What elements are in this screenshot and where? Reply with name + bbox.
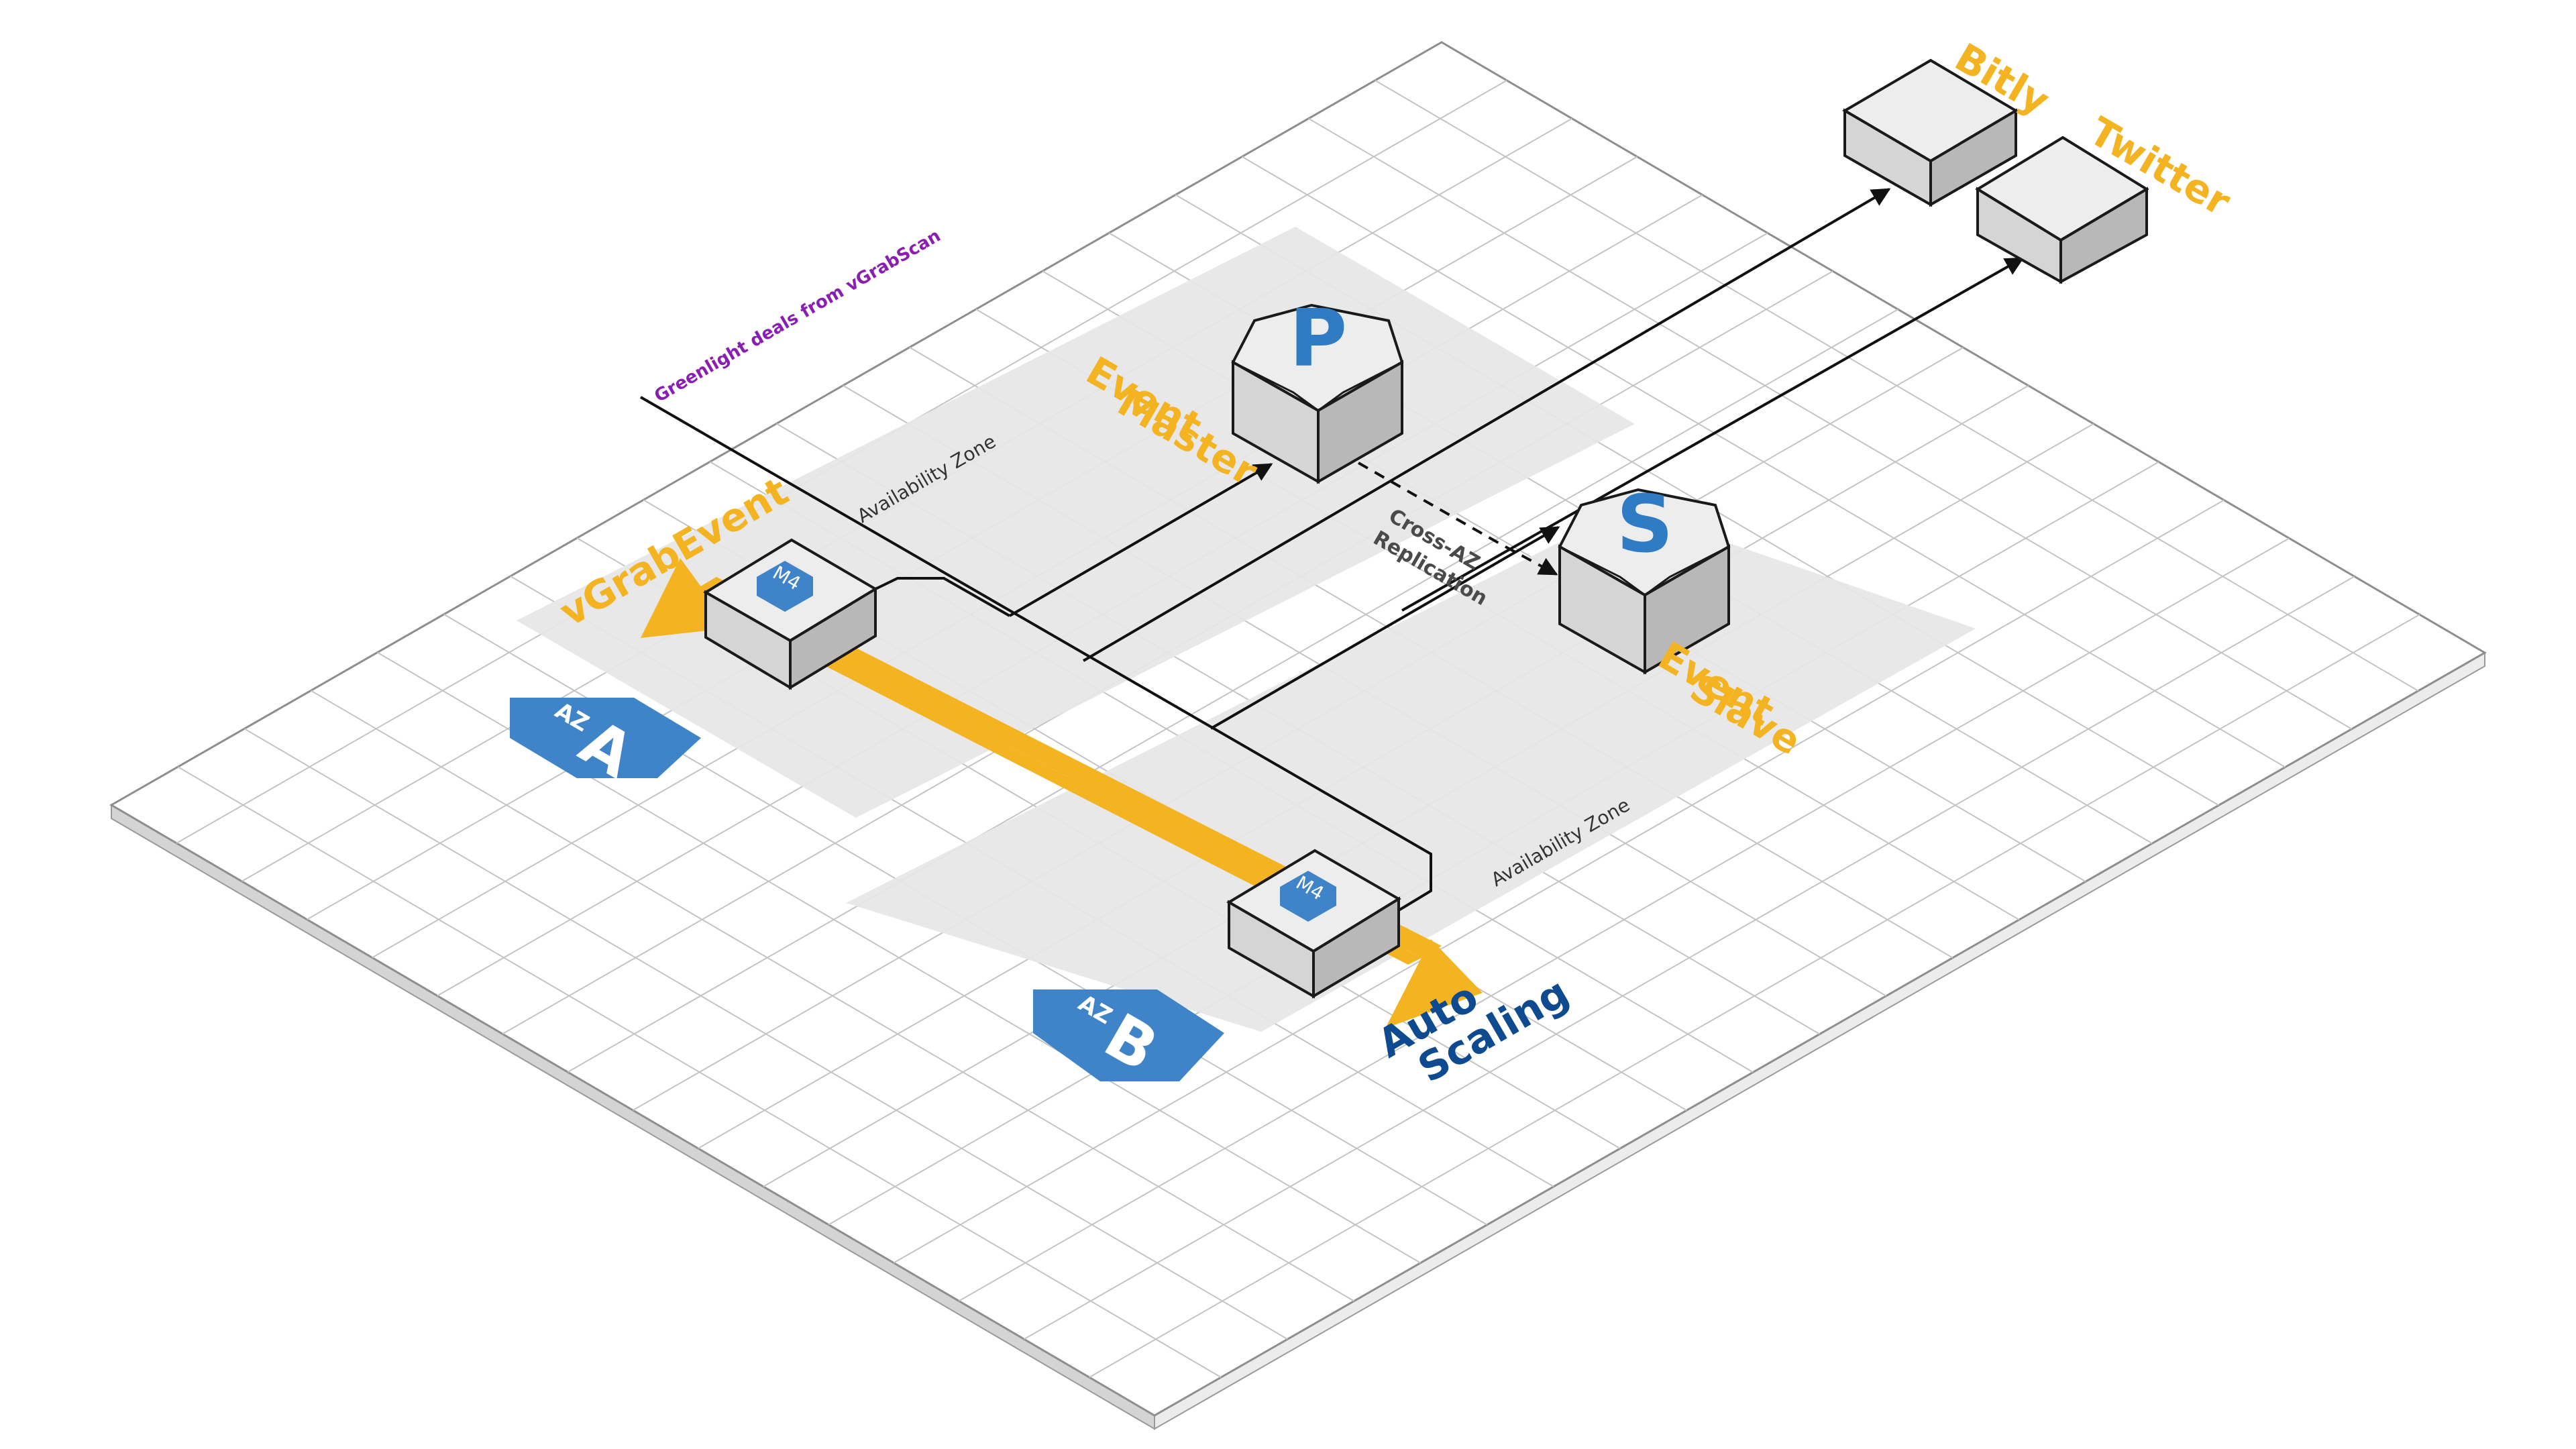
link-to-bitly: [1082, 188, 1891, 662]
instance-a[interactable]: M4: [703, 538, 878, 690]
instance-badge: [757, 561, 813, 612]
az-badge-a: AZ A: [510, 697, 701, 792]
db-master[interactable]: P: [1231, 292, 1404, 484]
instance-b[interactable]: M4: [1226, 849, 1401, 999]
db-slave[interactable]: S: [1558, 478, 1731, 675]
link-to-slave: [1210, 526, 1560, 730]
db-slave-letter: S: [1617, 478, 1674, 570]
connectors: [639, 188, 2025, 914]
instance-badge: [1280, 871, 1336, 922]
ingress-line: [639, 396, 1432, 914]
link-to-master: [1008, 463, 1273, 617]
db-master-letter: P: [1289, 292, 1347, 384]
az-badge-b: AZ B: [1033, 989, 1224, 1085]
instance-a-link: [875, 577, 1010, 617]
external-twitter[interactable]: [1975, 136, 2149, 284]
link-to-twitter: [1401, 257, 2025, 612]
external-bitly[interactable]: [1842, 58, 2019, 207]
